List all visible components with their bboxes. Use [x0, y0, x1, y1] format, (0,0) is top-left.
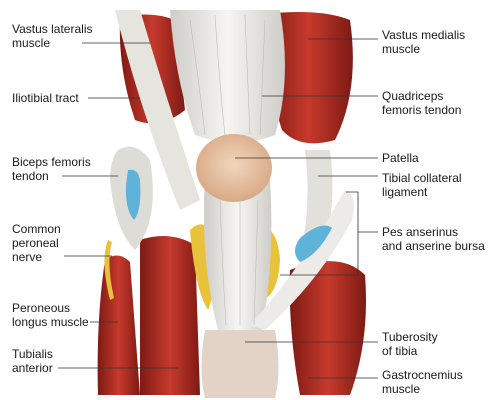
label-patella: Patella: [382, 151, 419, 165]
label-vastus-lateralis-muscle: Vastus lateralis muscle: [12, 22, 93, 50]
leader-lines: [58, 38, 378, 379]
label-vastus-medialis-muscle: Vastus medialis muscle: [382, 28, 466, 56]
label-biceps-femoris-tendon: Biceps femoris tendon: [12, 155, 91, 183]
iliotibial-tract: [115, 10, 200, 210]
label-tibial-collateral-ligament: Tibial collateral ligament: [382, 171, 462, 199]
label-common-peroneal-nerve: Common peroneal nerve: [12, 222, 61, 264]
fat-strip-lateral: [104, 240, 114, 300]
gastrocnemius-muscle: [289, 261, 366, 395]
quadriceps-femoris-tendon: [170, 10, 285, 143]
peroneous-longus-muscle: [97, 255, 140, 395]
common-peroneal-nerve-bursa: [125, 169, 141, 220]
label-quadriceps-femoris-tendon: Quadriceps femoris tendon: [382, 89, 462, 117]
anserine-bursa: [295, 225, 332, 262]
label-pes-anserinus-and-anserine-bursa: Pes anserinus and anserine bursa: [382, 225, 485, 253]
patellar-ligament: [203, 180, 272, 330]
vastus-medialis-muscle: [264, 12, 353, 144]
label-tibialis-anterior: Tubialis anterior: [12, 347, 53, 375]
label-tuberosity-of-tibia: Tuberosity of tibia: [382, 330, 438, 358]
tibialis-anterior-muscle: [140, 236, 200, 395]
patella: [196, 134, 272, 202]
tendon-fibers: [189, 14, 266, 326]
label-peroneous-longus-muscle: Peroneous longus muscle: [12, 301, 89, 329]
label-gastrocnemius-muscle: Gastrocnemius muscle: [382, 368, 463, 396]
label-iliotibial-tract: Iliotibial tract: [12, 91, 79, 105]
tuberosity-of-tibia: [201, 330, 279, 398]
